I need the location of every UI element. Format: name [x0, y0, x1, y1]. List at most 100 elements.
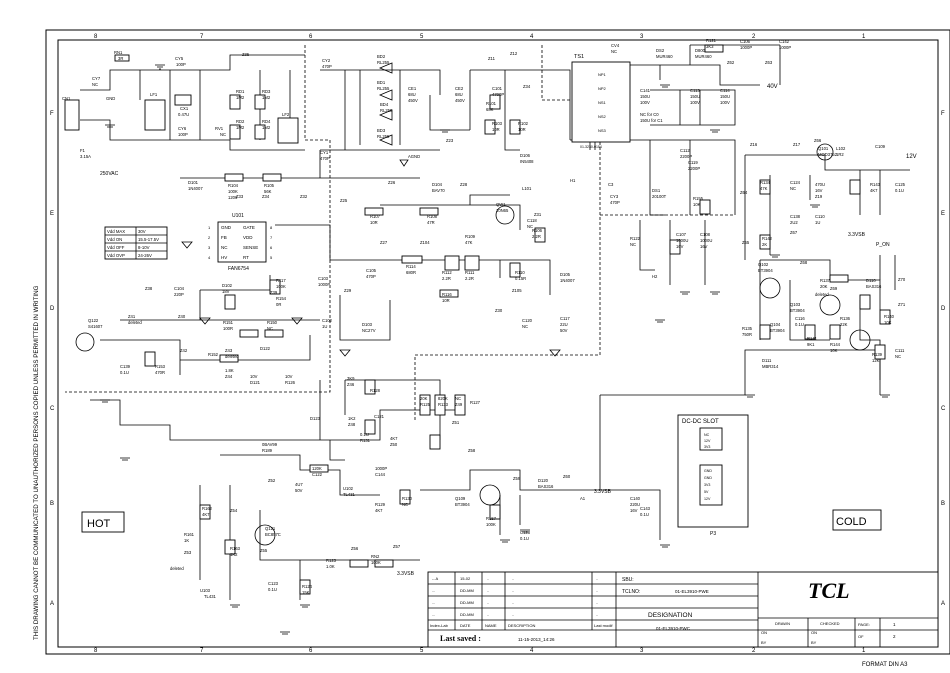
cold-box	[832, 509, 882, 531]
component-ref-label: 220U	[630, 502, 640, 507]
grid-col-label: 3	[640, 34, 644, 40]
component-ref-label: D122	[260, 346, 271, 351]
component-ref-label: LF2	[282, 112, 290, 117]
component-ref-label: Z35	[242, 52, 250, 57]
component-ref-label: CY7	[92, 76, 101, 81]
component-ref-label: Z48	[348, 422, 356, 427]
component-ref-label: R102	[518, 121, 529, 126]
component-ref-label: C122	[312, 472, 323, 477]
component-ref-label: CN1	[62, 96, 71, 101]
vdd-value: 24-26V	[138, 253, 152, 258]
component-ref-label: deleted	[815, 292, 829, 297]
designation-value: 01-EL3910-PWC	[656, 626, 691, 631]
component-ref-label: BD2	[377, 54, 386, 59]
component-ref-label: RN1	[114, 50, 123, 55]
component-ref-label: D105	[560, 272, 571, 277]
component-ref-label: 1000P	[779, 45, 791, 50]
component-ref-label: 1M2	[236, 125, 245, 130]
component-ref-label: 4U7	[295, 482, 303, 487]
component-ref-label: CE1	[408, 86, 417, 91]
tcl-logo: TCL	[808, 578, 850, 603]
rail-p-on: P_ON	[876, 242, 890, 248]
component-ref-label: Z56	[351, 546, 359, 551]
component-ref-label: R105	[264, 183, 275, 188]
component-ref-label: NC	[611, 49, 617, 54]
component-ref-label: 4K7	[870, 188, 878, 193]
component-ref-label: 470P	[322, 64, 332, 69]
of-value: 2	[893, 634, 896, 639]
component-ref-label: Q122	[88, 318, 99, 323]
component-ref-label: Z12	[510, 51, 518, 56]
grid-col-label: 4	[530, 34, 534, 40]
component-ref-label: 20K	[820, 284, 828, 289]
component-ref-label: 50V	[560, 328, 568, 333]
component-ref-label: 100V	[690, 100, 700, 105]
tclno-value: 01-EL3910-PWE	[675, 589, 709, 594]
component-ref-label: C3	[608, 182, 614, 187]
component-ref-label: Z32	[300, 194, 308, 199]
grid-row-label: A	[50, 601, 54, 607]
outer-frame	[45, 29, 950, 655]
component-ref-label: BAS316	[538, 484, 554, 489]
component-ref-label: NC27V	[362, 328, 376, 333]
component-ref-label: Z71	[898, 302, 906, 307]
component-ref-label: BC857C	[265, 532, 281, 537]
component-ref-label: 20K	[420, 396, 428, 401]
component-ref-label: NC	[267, 326, 273, 331]
component-ref-label: 100K	[486, 522, 496, 527]
component-ref-label: 2.2R	[465, 276, 474, 281]
component-ref-label: 10R	[370, 220, 378, 225]
component-ref-label: C108	[700, 232, 711, 237]
component-ref-label: 150U	[720, 94, 730, 99]
rev-modif: ..	[596, 600, 598, 605]
component-ref-label: CY1	[320, 150, 329, 155]
checked-label: CHECKED	[820, 621, 840, 626]
grid-col-label: 6	[309, 648, 313, 654]
component-ref-label: AGND	[408, 154, 420, 159]
component-ref-label: C139	[120, 364, 131, 369]
ic-pin-left: HV	[221, 255, 227, 260]
component-ref-label: NC	[790, 186, 796, 191]
component-ref-label: 10K	[884, 320, 892, 325]
component-ref-label: 750R	[742, 332, 752, 337]
component-ref-label: C119	[688, 160, 698, 165]
cold-label: COLD	[836, 516, 867, 528]
component-ref-label: 9K1	[807, 342, 815, 347]
component-ref-label: Z26	[388, 180, 396, 185]
ic-pin-left: GND	[221, 225, 232, 230]
component-ref-label: TL431	[204, 594, 217, 599]
component-ref-label: deleted	[225, 354, 239, 359]
component-ref-label: R152	[208, 352, 219, 357]
component-ref-label: R134	[760, 180, 771, 185]
component-ref-label: 1.0K	[326, 564, 335, 569]
component-ref-label: R106	[532, 228, 543, 233]
component-ref-label: GND	[106, 96, 115, 101]
component-ref-label: D121	[250, 380, 261, 385]
dcdc-pin: 12V	[704, 497, 711, 501]
component-ref-label: BD1	[377, 80, 386, 85]
component-ref-label: 3R	[118, 56, 123, 61]
component-ref-label: BD3	[377, 128, 386, 133]
component-ref-label: Z63	[765, 60, 773, 65]
format-note: FORMAT DIN A3	[862, 662, 908, 668]
component-ref-label: CY2	[322, 58, 331, 63]
on-label-1: ON	[761, 630, 767, 635]
component-ref-label: Z104	[420, 240, 430, 245]
grid-row-label: E	[941, 211, 945, 217]
dcdc-conn: P3	[710, 531, 716, 537]
component-ref-label: NC	[402, 502, 408, 507]
component-ref-label: Z68	[800, 260, 808, 265]
rev-modif: ..	[596, 588, 598, 593]
component-ref-label: Z34	[262, 194, 270, 199]
component-ref-label: R189	[262, 448, 273, 453]
page-value: 1	[893, 622, 896, 627]
ic-pin-right: SENSE	[243, 245, 258, 250]
component-ref-label: C124	[790, 180, 801, 185]
component-ref-label: D103	[362, 322, 373, 327]
component-ref-label: C125	[895, 182, 906, 187]
component-ref-label: R110	[515, 270, 525, 275]
ic-pin-number: 1	[208, 225, 211, 230]
component-ref-label: R136	[840, 316, 851, 321]
